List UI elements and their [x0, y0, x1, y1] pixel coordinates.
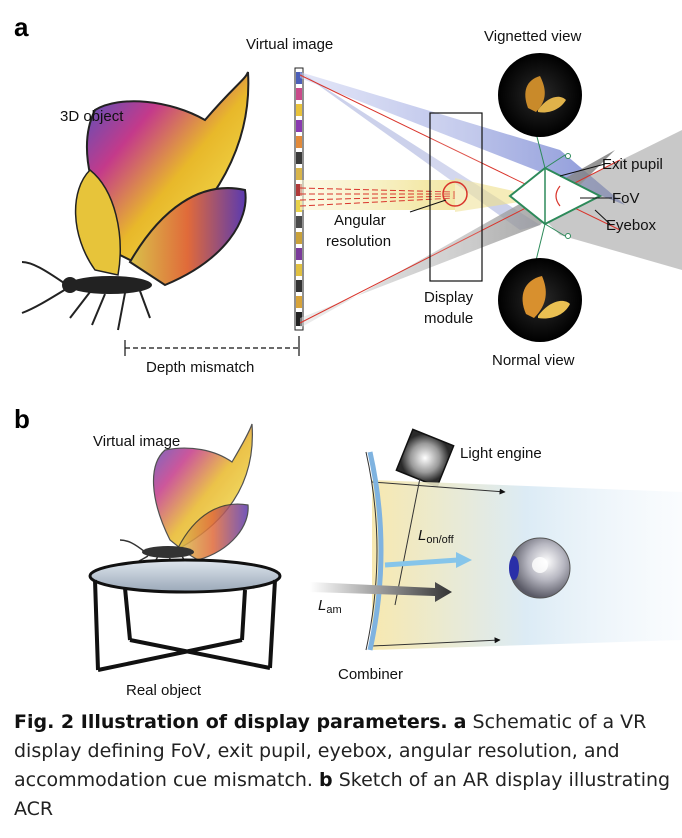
yellow-beam-right [455, 178, 545, 212]
l-on-off-arrowhead [456, 552, 472, 568]
table-real-object [88, 558, 282, 672]
label-normal-view: Normal view [492, 352, 575, 369]
caption-a-letter: a [453, 711, 467, 733]
engine-ray [394, 477, 421, 606]
label-exit-pupil: Exit pupil [602, 156, 663, 173]
label-eyebox: Eyebox [606, 217, 657, 234]
angular-resolution-circle [442, 181, 468, 207]
panel-b-letter: b [14, 404, 30, 434]
label-vignetted-view: Vignetted view [484, 28, 581, 45]
beam-bottom-edge [371, 637, 501, 647]
label-virtual-image-a: Virtual image [246, 36, 333, 53]
butterfly-3d-object [21, 71, 250, 331]
display-module-box [429, 112, 483, 282]
figure-canvas: a 3D object Virtual image [14, 12, 682, 699]
combiner-outline [365, 451, 378, 651]
l-on-off-arrow [384, 557, 459, 568]
depth-mismatch-bracket [124, 336, 300, 356]
l-am-arrow [310, 582, 452, 602]
l-on-off-sub: on/off [426, 534, 454, 546]
combiner [367, 451, 384, 651]
l-am-sub: am [326, 604, 341, 616]
label-virtual-image-b: Virtual image [93, 433, 180, 450]
l-on-off-main: L [418, 527, 426, 544]
virtual-image-strip [294, 67, 304, 331]
light-engine [395, 428, 455, 488]
label-3d-object: 3D object [60, 108, 124, 125]
label-display-1: Display [424, 289, 474, 306]
label-l-on-off: Lon/off [418, 527, 455, 546]
beam-top-edge [371, 481, 506, 495]
label-combiner: Combiner [338, 666, 403, 683]
figure-caption: Fig. 2 Illustration of display parameter… [14, 708, 674, 824]
caption-b-text: Sketch of an AR display illustrating ACR [14, 769, 671, 820]
label-angular-1: Angular [334, 212, 386, 229]
normal-view-inset [498, 258, 582, 342]
caption-a-text: Schematic of a VR display defining FoV, … [14, 711, 647, 791]
label-angular-2: resolution [326, 233, 391, 250]
eye-ball [509, 537, 571, 599]
label-l-am: Lam [318, 597, 342, 616]
eye-pointer-lines [559, 163, 612, 225]
caption-b-letter: b [319, 769, 333, 791]
label-depth-mismatch: Depth mismatch [146, 359, 254, 376]
label-fov: FoV [612, 190, 640, 207]
label-real-object: Real object [126, 682, 202, 699]
yellow-beam [300, 180, 455, 210]
panel-a-letter: a [14, 12, 29, 42]
butterfly-virtual-b [119, 423, 253, 575]
vignetted-view-inset [498, 53, 582, 137]
label-display-2: module [424, 310, 473, 327]
label-light-engine: Light engine [460, 445, 542, 462]
angular-resolution-pointer [409, 199, 447, 213]
l-am-main: L [318, 597, 326, 614]
caption-title: Fig. 2 Illustration of display parameter… [14, 711, 448, 733]
